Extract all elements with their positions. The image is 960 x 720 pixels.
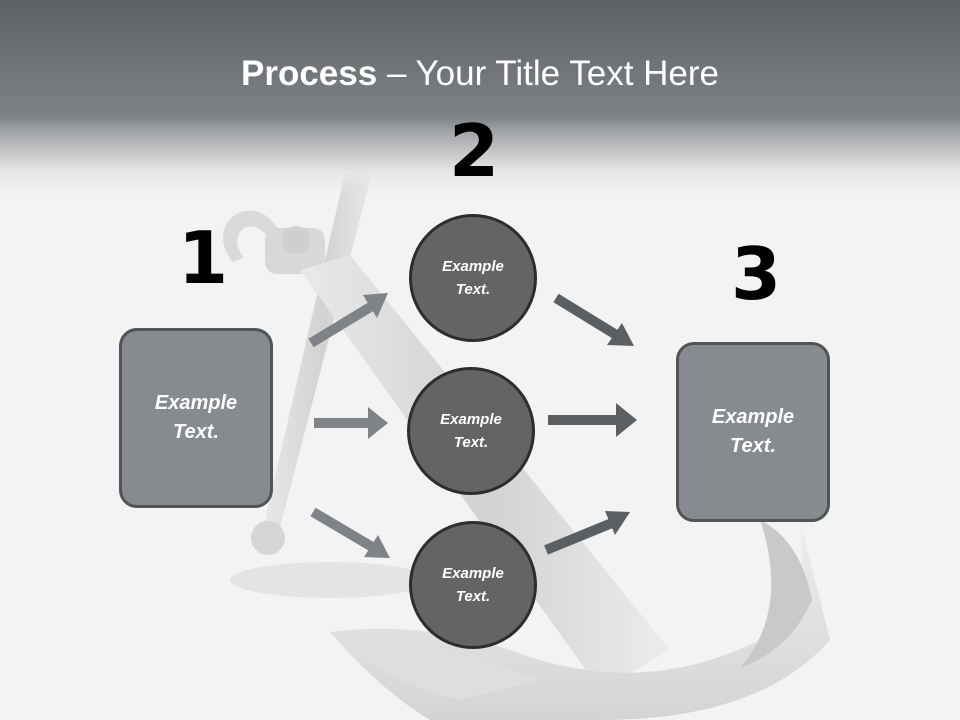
step-2-circle-middle: Example Text.	[407, 367, 535, 495]
circle-top-text-line1: Example	[442, 258, 504, 275]
title-bold: Process	[241, 54, 378, 93]
arrow-middle-to-right	[548, 403, 637, 437]
step-3-text-line2: Text.	[730, 435, 776, 457]
circle-bottom-text-line2: Text.	[455, 588, 491, 605]
step-3-box: Example Text.	[676, 342, 830, 522]
arrow-left-to-middle	[314, 407, 388, 439]
step-number-1: 1	[178, 216, 229, 300]
title-rest: – Your Title Text Here	[377, 54, 719, 93]
step-1-box: Example Text.	[119, 328, 273, 508]
step-2-circle-top: Example Text.	[409, 214, 537, 342]
circle-top-text-line2: Text.	[455, 281, 491, 298]
circle-bottom-text-line1: Example	[442, 565, 504, 582]
step-1-text-line1: Example	[154, 392, 238, 414]
step-1-text-line2: Text.	[173, 421, 219, 443]
step-2-circle-bottom: Example Text.	[409, 521, 537, 649]
title-bar	[0, 0, 960, 195]
circle-middle-text-line1: Example	[440, 411, 502, 428]
arrow-bottom-to-right	[544, 511, 630, 555]
step-number-3: 3	[731, 232, 782, 316]
step-number-2: 2	[449, 109, 500, 193]
arrow-left-to-top	[308, 293, 388, 348]
arrow-left-to-bottom	[310, 507, 390, 558]
slide-title: Process – Your Title Text Here	[0, 54, 960, 94]
step-3-text-line1: Example	[711, 406, 795, 428]
arrow-top-to-right	[553, 293, 634, 346]
circle-middle-text-line2: Text.	[453, 434, 489, 451]
